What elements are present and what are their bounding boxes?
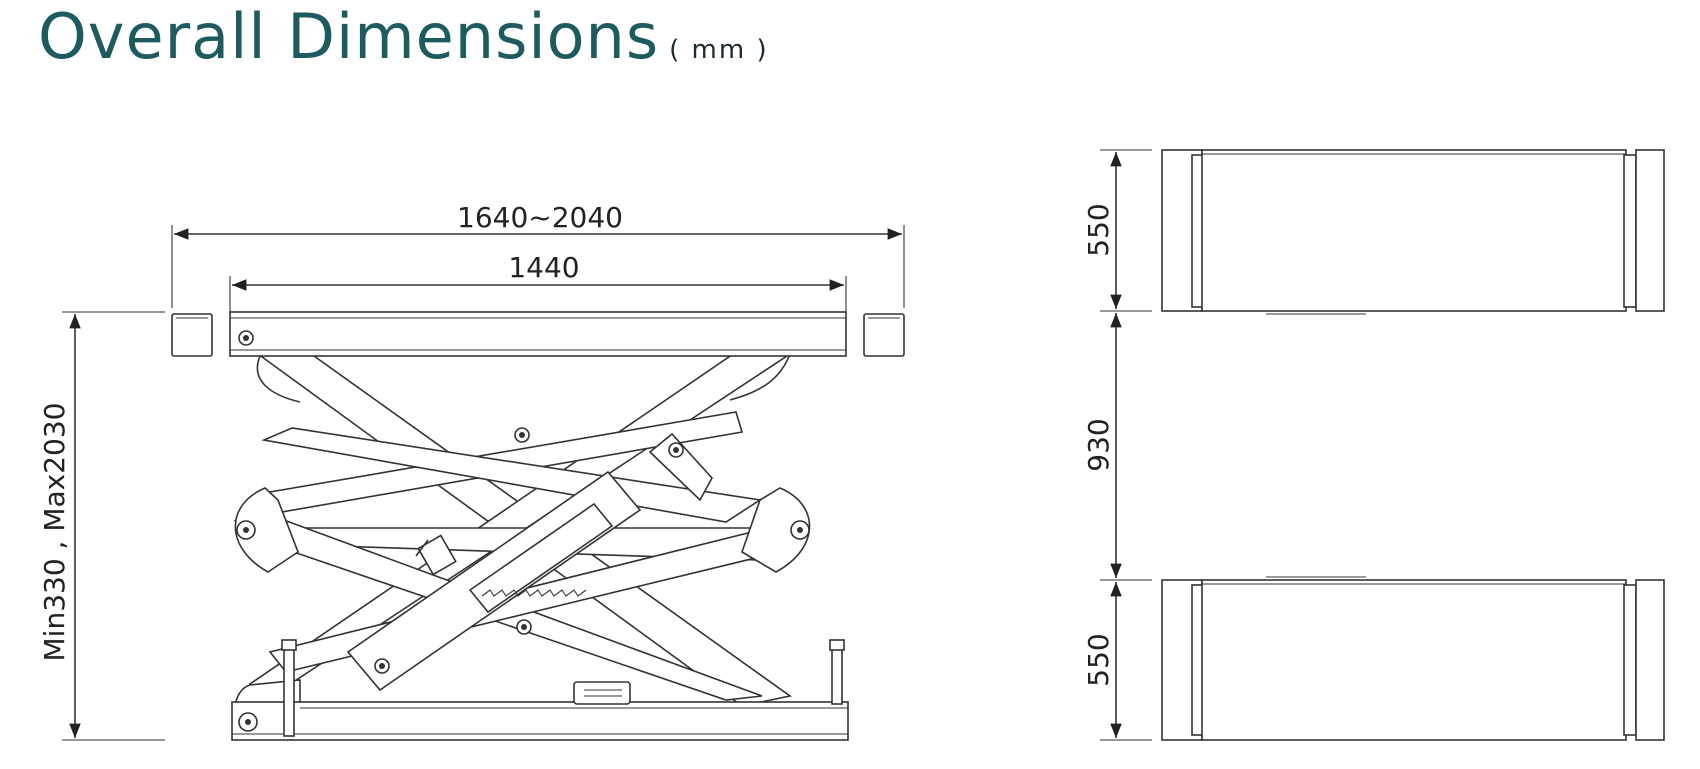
top-view: 550 930 550 [1082, 149, 1665, 741]
side-view: 1640~2040 1440 Min330 , Max2030 [38, 201, 905, 741]
base-post-left [283, 647, 295, 737]
lower-extension-right [1635, 579, 1665, 741]
top-view-platform-upper [1161, 149, 1665, 315]
top-extension-right [863, 313, 905, 357]
height-label: Min330 , Max2030 [38, 403, 71, 662]
pivot-pins [236, 330, 810, 732]
knuckle-right [741, 487, 811, 573]
scissor-upper-curve-left [256, 355, 301, 403]
hydraulic-cylinder [346, 432, 713, 692]
top-platform [171, 311, 905, 357]
top-extension-left [171, 313, 213, 357]
upper-extension-right [1635, 149, 1665, 312]
cylinder-ratchet [468, 502, 614, 614]
ratchet-teeth [481, 589, 587, 597]
gap-label: 930 [1082, 418, 1115, 471]
inner-length-label: 1440 [508, 251, 579, 284]
length-label: 1640~2040 [457, 201, 623, 234]
cylinder-valve [417, 534, 457, 576]
cylinder-valve-line [415, 539, 429, 557]
title-main: Overall Dimensions [38, 0, 660, 73]
platform-width-bottom-label: 550 [1082, 633, 1115, 686]
base-post-right-cap [829, 639, 845, 651]
title-unit: ( mm ) [669, 35, 769, 65]
base-post-right [831, 647, 843, 705]
base-post-left-cap [281, 639, 297, 651]
top-view-platform-lower [1161, 576, 1665, 741]
knuckle-left [234, 487, 299, 573]
lower-runway [1201, 579, 1627, 741]
base-lock-plate [573, 681, 631, 705]
platform-width-top-label: 550 [1082, 203, 1115, 256]
top-runway [229, 311, 847, 357]
page-title: Overall Dimensions ( mm ) [38, 0, 769, 73]
cylinder-top-mount [648, 432, 713, 502]
upper-runway [1201, 149, 1627, 312]
scissor-upper-curve-right [729, 353, 791, 401]
base-frame [231, 639, 849, 741]
